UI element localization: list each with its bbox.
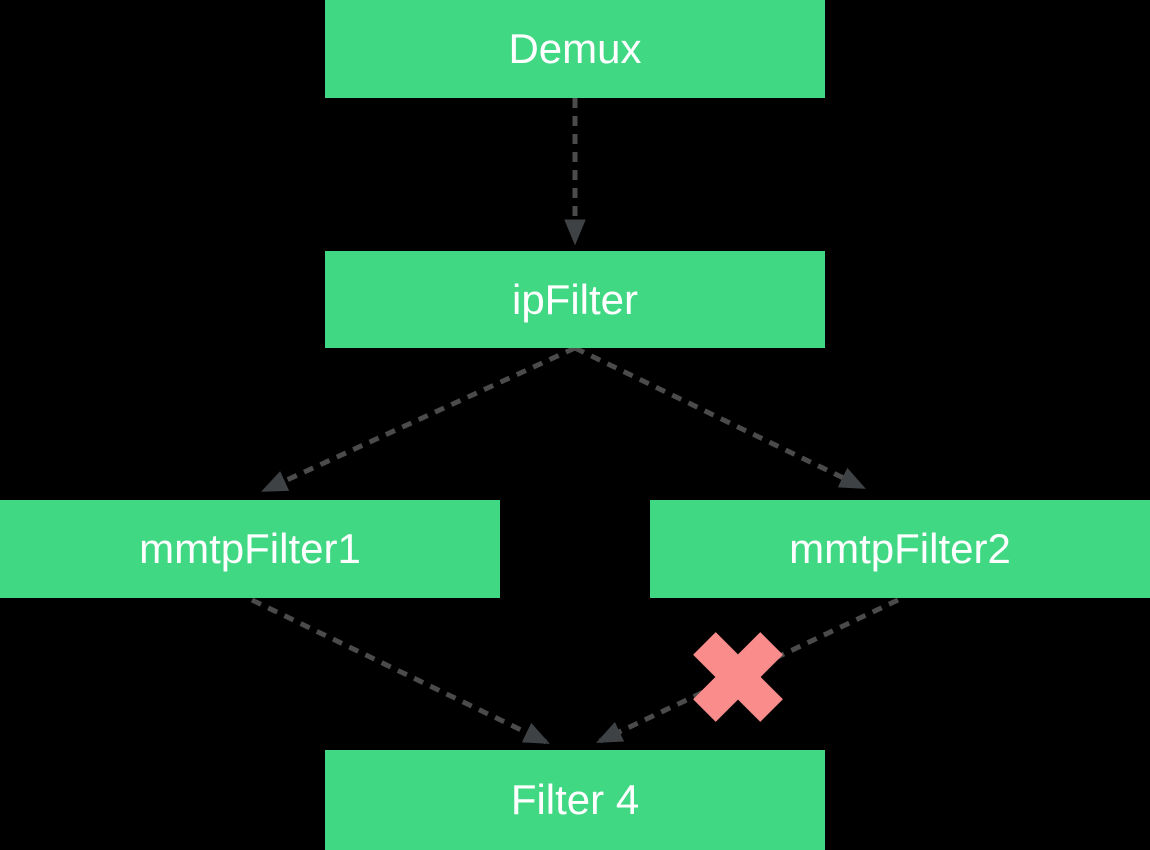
node-ipfilter-label: ipFilter bbox=[511, 275, 639, 323]
edge-mmtpfilter1-to-filter4 bbox=[250, 597, 550, 745]
node-mmtpfilter2-label: mmtpFilter2 bbox=[789, 525, 1011, 572]
node-demux: Demux bbox=[325, 0, 825, 98]
node-mmtpfilter2: mmtpFilter2 bbox=[650, 500, 1150, 598]
node-demux-label: Demux bbox=[508, 25, 642, 72]
node-mmtpfilter1: mmtpFilter1 bbox=[0, 500, 500, 598]
blocked-cross-icon bbox=[693, 632, 783, 722]
node-mmtpfilter1-label: mmtpFilter1 bbox=[139, 525, 361, 572]
node-filter4: Filter 4 bbox=[325, 750, 825, 850]
node-filter4-label: Filter 4 bbox=[510, 776, 640, 823]
node-ipfilter: ipFilter bbox=[325, 251, 825, 348]
edge-ipfilter-to-mmtpfilter1 bbox=[261, 345, 577, 493]
edge-ipfilter-to-mmtpfilter2 bbox=[573, 345, 866, 490]
